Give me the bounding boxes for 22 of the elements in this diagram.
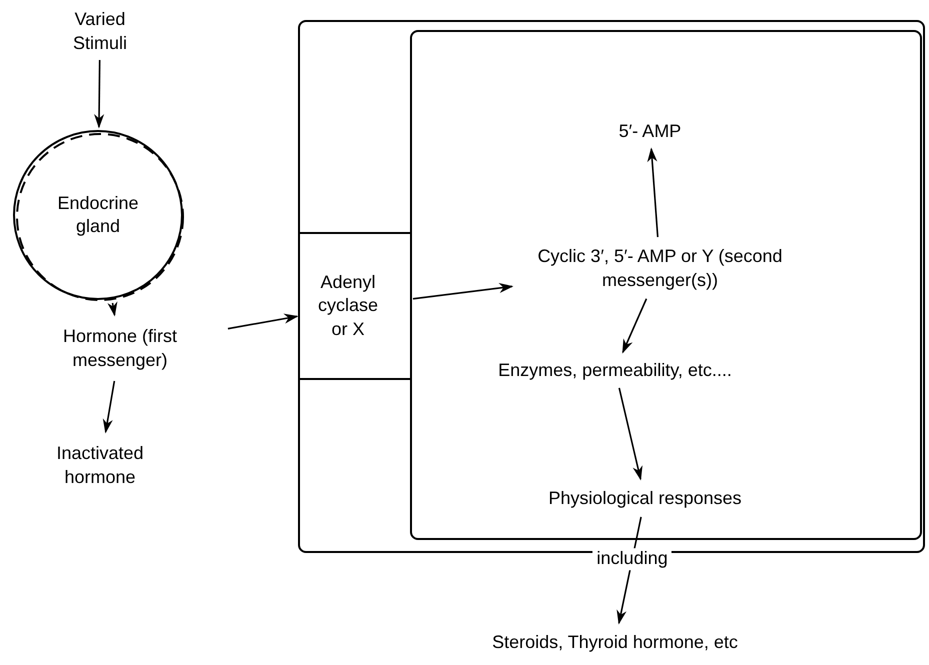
arrow bbox=[647, 148, 659, 238]
cell-outline bbox=[298, 20, 925, 553]
arrow bbox=[107, 301, 118, 316]
arrow bbox=[618, 388, 643, 480]
product-label: Inactivated hormone bbox=[35, 435, 165, 495]
gland-label: Endocrine gland bbox=[56, 192, 140, 238]
arrow bbox=[94, 60, 104, 128]
arrow bbox=[622, 298, 648, 354]
arrow bbox=[228, 314, 298, 330]
effect-label: Enzymes, permeability, etc.... bbox=[440, 355, 790, 385]
response-label: Physiological responses bbox=[505, 482, 785, 514]
hormone-label: Hormone (first messenger) bbox=[15, 318, 225, 378]
stimulus-label: Varied Stimuli bbox=[55, 5, 145, 57]
enzyme-label: Adenyl cyclase or X bbox=[316, 270, 380, 341]
edge-label: including bbox=[592, 548, 672, 570]
messenger-label: Cyclic 3′, 5′- AMP or Y (second messenger(s)) bbox=[515, 240, 805, 296]
arrow bbox=[412, 283, 514, 300]
cell-interior-outline bbox=[410, 30, 922, 540]
product-label: 5′- AMP bbox=[600, 116, 700, 146]
membrane-segment bbox=[300, 232, 410, 380]
outcome-label: Steroids, Thyroid hormone, etc bbox=[440, 626, 790, 658]
arrow bbox=[102, 380, 116, 434]
